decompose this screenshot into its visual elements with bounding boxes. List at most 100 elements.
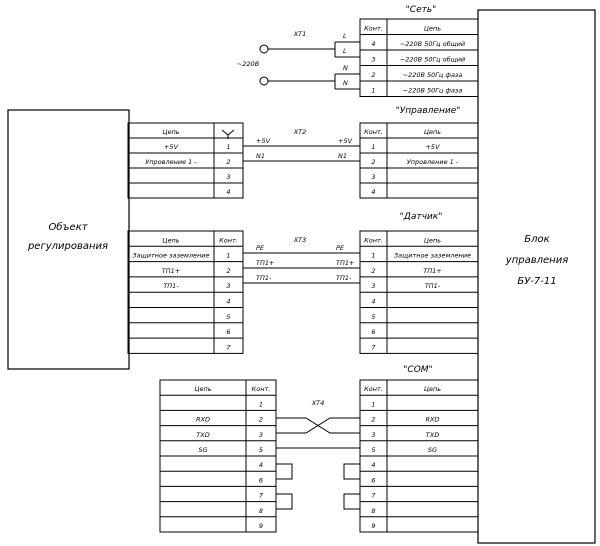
com-left-loop-4-6: [276, 463, 293, 480]
power-terminal-bottom: [259, 76, 269, 86]
control-left-cell: 4: [226, 188, 230, 196]
com-right-cell: 6: [371, 476, 375, 484]
sensor-left-cell: 3: [226, 282, 230, 290]
com-right-cell: 3: [371, 431, 375, 439]
com-left-cell: 4: [259, 461, 263, 469]
sensor-right-cell: 2: [371, 267, 375, 275]
sensor-right-cell: ТП1+: [423, 267, 441, 275]
power-table-header-cell: Цепь: [424, 25, 441, 33]
power-section-title: "Сеть": [406, 5, 437, 15]
xt1-connector-label: XT1: [293, 30, 307, 38]
xt2-connector-label: XT2: [293, 128, 307, 136]
sensor-left-cell: 7: [226, 343, 231, 351]
sensor-left-header-cell: Цепь: [162, 236, 179, 244]
control-unit-line-2: управления: [505, 255, 568, 266]
power-table-cell: ~220В 50Гц фаза: [403, 71, 463, 79]
com-right-cell: 5: [371, 446, 375, 454]
control-left-cell: Упровление 1 -: [145, 158, 197, 166]
sensor-right-cell: 1: [371, 252, 375, 260]
control-right-cell: +5V: [425, 143, 440, 151]
com-left-cell: TXD: [196, 431, 209, 439]
com-right-cell: RXD: [426, 416, 440, 424]
sensor-left-cell: Защитное заземление: [132, 252, 209, 260]
xt1-wire-l: [268, 41, 360, 58]
power-table-cell: 2: [371, 71, 375, 79]
com-right-cell: 8: [371, 507, 375, 515]
sensor-right-cell: Защитное заземление: [394, 252, 471, 260]
control-right-cell: 1: [371, 143, 375, 151]
sensor-right-cell: 5: [371, 313, 375, 321]
control-right-header-cell: Цепь: [424, 128, 441, 136]
com-right-cell: 2: [371, 416, 375, 424]
com-left-cell: 9: [259, 522, 263, 530]
control-right-header-cell: Конт.: [364, 128, 383, 136]
xt3-connector-label: XT3: [293, 236, 307, 244]
com-left-cell: 8: [259, 507, 263, 515]
xt2-wire-left-label-1: +5V: [256, 137, 271, 145]
power-table-cell: ~220В 50Гц фаза: [403, 87, 463, 95]
control-unit-line-3: БУ-7-11: [517, 276, 556, 287]
power-terminal-top: [259, 44, 269, 54]
control-right-cell: 3: [371, 173, 375, 181]
power-table-cell: ~220В 50Гц общий: [400, 40, 465, 48]
com-right-cell: 1: [371, 400, 375, 408]
control-left-cell: 3: [226, 173, 230, 181]
com-left-header-cell: Конт.: [252, 385, 271, 393]
sensor-left-cell: 1: [226, 252, 230, 260]
com-left-cell: 3: [259, 431, 263, 439]
control-section-title: "Управление": [396, 106, 461, 116]
xt3-wire-left-label-3: ТП1-: [256, 274, 272, 282]
sensor-left-cell: 6: [226, 328, 230, 336]
com-left-cell: 2: [259, 416, 263, 424]
power-table-cell: 1: [371, 87, 375, 95]
com-right-cell: TXD: [426, 431, 439, 439]
xt1-wire-n: [268, 73, 360, 90]
power-table-frame: [359, 18, 479, 97]
com-right-cell: SG: [428, 446, 437, 454]
sensor-left-cell: 2: [226, 267, 230, 275]
com-left-cell: 5: [259, 446, 263, 454]
com-left-cell: 6: [259, 476, 263, 484]
object-block: [7, 109, 130, 370]
com-section-title: "COM": [403, 365, 432, 375]
xt4-connector-label: XT4: [311, 399, 325, 407]
xt1-wire-label-3: N: [343, 64, 348, 72]
xt3-wire-left-label-2: ТП1+: [256, 259, 274, 267]
com-left-cell: SG: [198, 446, 207, 454]
sensor-left-cell: 5: [226, 313, 230, 321]
control-left-header-cell: Цепь: [162, 128, 179, 136]
xt3-wire-right-label-1: PE: [336, 244, 345, 252]
control-right-cell: 2: [371, 158, 375, 166]
com-left-cell: RXD: [196, 416, 210, 424]
control-left-cell: 2: [226, 158, 230, 166]
control-left-cell: 1: [226, 143, 230, 151]
xt3-wire-left-label-1: PE: [256, 244, 265, 252]
xt3-wire-right-label-3: ТП1-: [336, 274, 352, 282]
control-left-cell: +5V: [164, 143, 179, 151]
sensor-left-cell: ТП1+: [162, 267, 180, 275]
sensor-left-cell: 4: [226, 298, 230, 306]
com-right-header-cell: Конт.: [364, 385, 383, 393]
sensor-left-header-cell: Конт.: [219, 236, 238, 244]
sensor-right-cell: 3: [371, 282, 375, 290]
xt1-wire-label-1: L: [343, 32, 347, 40]
sensor-right-cell: 4: [371, 298, 375, 306]
xt3-wire-right-label-2: ТП1+: [336, 259, 354, 267]
power-voltage-label: ~220В: [237, 60, 260, 68]
com-left-header-cell: Цепь: [194, 385, 211, 393]
sensor-right-cell: 6: [371, 328, 375, 336]
sensor-section-title: "Датчик": [400, 212, 443, 222]
com-right-loop-7-8: [343, 493, 360, 510]
com-right-cell: 4: [371, 461, 375, 469]
sensor-right-cell: ТП1-: [425, 282, 441, 290]
sensor-left-cell: ТП1-: [163, 282, 179, 290]
plug-icon: [221, 129, 235, 139]
sensor-right-header-cell: Цепь: [424, 236, 441, 244]
